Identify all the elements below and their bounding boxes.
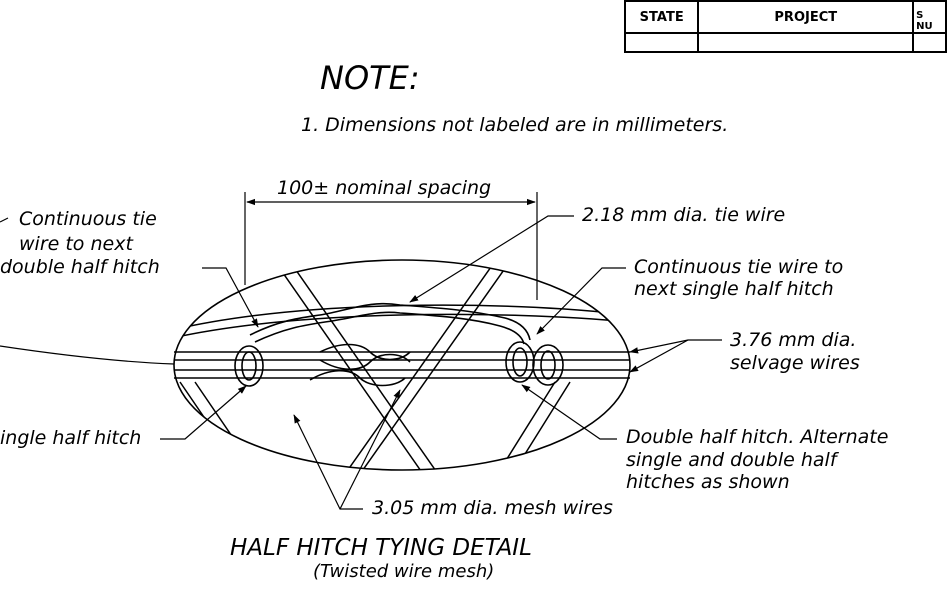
note-item-1: 1. Dimensions not labeled are in millime… bbox=[301, 114, 729, 136]
mesh-wire bbox=[352, 260, 526, 470]
mesh-wire bbox=[337, 260, 511, 470]
continuous-double-label-3: double half hitch bbox=[0, 256, 160, 278]
mesh-wire bbox=[259, 260, 431, 470]
mesh-wire bbox=[274, 260, 446, 470]
continuous-single-label-2: next single half hitch bbox=[634, 278, 834, 300]
state-header: STATE bbox=[623, 0, 700, 34]
project-header: PROJECT bbox=[697, 0, 915, 34]
double-half-hitch-label-1: Double half hitch. Alternate bbox=[626, 426, 889, 448]
wire-mesh bbox=[174, 260, 630, 470]
sheet-label-line1: S bbox=[916, 10, 924, 21]
state-value bbox=[623, 32, 700, 53]
leader-tie-wire bbox=[409, 215, 574, 303]
leader-mesh-2 bbox=[339, 389, 401, 510]
continuous-double-label-2: wire to next bbox=[19, 233, 133, 255]
mesh-wire bbox=[499, 381, 556, 470]
leader-continuous-single bbox=[536, 267, 626, 335]
sheet-label-line2: NU bbox=[916, 21, 933, 32]
double-half-hitch-label-2: single and double half bbox=[626, 449, 837, 471]
continuous-double-label-1: Continuous tie bbox=[19, 208, 157, 230]
mesh-wire bbox=[194, 381, 256, 470]
spacing-label: 100± nominal spacing bbox=[277, 177, 492, 199]
project-value bbox=[697, 32, 915, 53]
mesh-wire bbox=[514, 381, 571, 470]
selvage-label-1: 3.76 mm dia. bbox=[730, 329, 857, 351]
single-half-hitch-label: ingle half hitch bbox=[0, 427, 142, 449]
detail-title: HALF HITCH TYING DETAIL bbox=[230, 535, 532, 561]
sheet-number-value bbox=[912, 32, 947, 53]
mesh-wire bbox=[179, 381, 241, 470]
leader-continuous-double bbox=[202, 267, 259, 328]
leader-left-continuation bbox=[0, 345, 175, 365]
note-heading: NOTE: bbox=[320, 59, 420, 97]
detail-oval bbox=[173, 259, 631, 471]
leader-single-hitch bbox=[160, 385, 247, 440]
leader-selvage-2 bbox=[629, 339, 689, 373]
mesh-wires-label: 3.05 mm dia. mesh wires bbox=[372, 497, 613, 519]
tie-wire bbox=[234, 302, 564, 387]
continuous-single-label-1: Continuous tie wire to bbox=[634, 256, 844, 278]
leaders bbox=[0, 215, 722, 510]
tie-wire-label: 2.18 mm dia. tie wire bbox=[582, 204, 786, 226]
dimension-spacing bbox=[244, 192, 538, 300]
leader-double-hitch bbox=[521, 384, 617, 440]
detail-subtitle: (Twisted wire mesh) bbox=[313, 561, 495, 582]
upper-wire bbox=[174, 313, 630, 339]
leader-left-top bbox=[0, 217, 9, 223]
double-half-hitch-label-3: hitches as shown bbox=[626, 471, 790, 493]
selvage-label-2: selvage wires bbox=[730, 352, 860, 374]
